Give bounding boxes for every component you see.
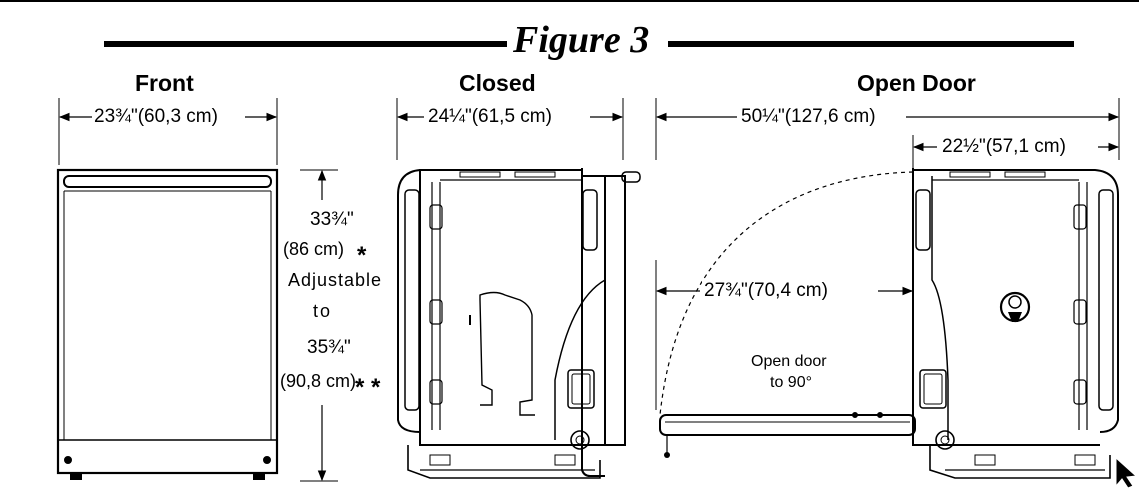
front-view-drawing xyxy=(56,98,338,482)
open-door-panel xyxy=(659,414,916,436)
cursor-arrow-icon xyxy=(1115,456,1138,488)
title-rule-right xyxy=(668,41,1074,47)
open-overall-width-dimension: 50¼"(127,6 cm) xyxy=(739,106,878,127)
door-swing-arc xyxy=(659,171,914,416)
front-label: Front xyxy=(135,70,194,96)
height-adjustable: Adjustable xyxy=(288,270,383,290)
height-min-value: 33¾" xyxy=(310,209,354,230)
height-max-mark: * * xyxy=(355,374,381,401)
door-note-line-2: to 90° xyxy=(770,374,812,391)
front-top-bar xyxy=(63,175,272,188)
closed-door xyxy=(581,168,605,477)
figure-title: Figure 3 xyxy=(507,21,656,59)
open-view-drawing xyxy=(655,98,1120,479)
height-max-value: 35¾" xyxy=(307,337,351,358)
height-to: to xyxy=(313,301,333,321)
open-door-label: Open Door xyxy=(857,70,976,96)
front-width-dimension: 23¾"(60,3 cm) xyxy=(92,106,220,127)
height-min-mark: * xyxy=(357,242,367,269)
height-min-metric: (86 cm) xyxy=(283,239,345,259)
closed-width-dimension: 24¼"(61,5 cm) xyxy=(426,106,554,127)
height-max-metric: (90,8 cm) xyxy=(280,371,357,391)
closed-view-drawing xyxy=(396,98,641,479)
closed-label: Closed xyxy=(459,70,536,96)
front-panel xyxy=(56,168,279,475)
open-door-depth-dimension: 27¾"(70,4 cm) xyxy=(702,280,830,301)
title-rule-left xyxy=(104,41,508,47)
door-note-line-1: Open door xyxy=(751,353,827,370)
open-cabinet-depth-dimension: 22½"(57,1 cm) xyxy=(940,136,1068,157)
